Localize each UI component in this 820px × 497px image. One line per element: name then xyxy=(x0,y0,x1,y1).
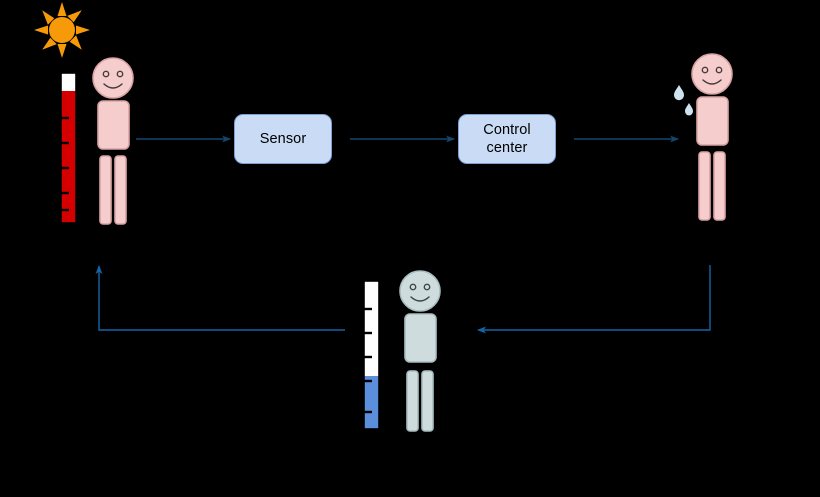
thermometer-hot xyxy=(60,72,77,224)
arrow-cooled-person-to-start xyxy=(95,265,345,331)
cooled-person xyxy=(399,270,441,432)
control-center-box[interactable]: Control center xyxy=(458,114,556,164)
sun-icon xyxy=(34,2,90,58)
control-center-box-label: Control center xyxy=(483,121,531,156)
sweat-drop-icon xyxy=(674,85,693,116)
thermometer-cold xyxy=(363,280,380,430)
sweating-person xyxy=(674,53,733,221)
hot-person xyxy=(92,57,134,225)
sensor-box[interactable]: Sensor xyxy=(234,114,332,164)
sensor-box-label: Sensor xyxy=(259,130,307,147)
arrow-effector-to-cooled-person xyxy=(477,265,711,334)
